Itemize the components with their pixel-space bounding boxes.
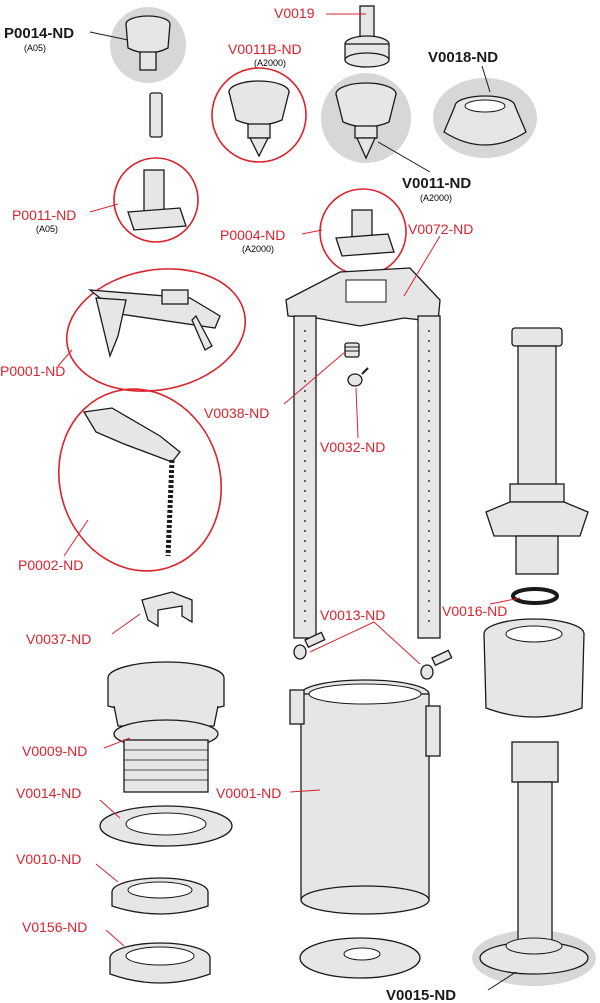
circle-p0002 [57, 388, 223, 572]
label-v0009: V0009-ND [22, 743, 87, 759]
part-v0001-cylinder[interactable] [289, 679, 441, 915]
circle-p0001 [65, 268, 247, 392]
leader-lines [57, 13, 521, 991]
part-p0004-stem[interactable] [335, 209, 395, 257]
part-p0001-lever[interactable] [87, 289, 221, 359]
label-v0015: V0015-ND [386, 987, 456, 1003]
part-float-cup[interactable] [483, 618, 585, 718]
label-v0038: V0038-ND [204, 405, 269, 421]
label-v0011: V0011-ND [402, 175, 471, 192]
part-v0032-pin[interactable] [347, 367, 369, 387]
label-p0004: P0004-ND [220, 227, 285, 243]
part-v0018-ring[interactable] [433, 78, 537, 158]
part-p0011-stem[interactable] [127, 169, 187, 231]
part-v0072-frame[interactable] [285, 267, 441, 639]
sublabel-p0014: (A05) [24, 43, 46, 53]
part-v0011-button[interactable] [321, 73, 411, 163]
part-v0015-base-tube[interactable] [472, 741, 596, 986]
part-p0002-chain-lever[interactable] [82, 407, 181, 557]
label-v0016: V0016-ND [442, 603, 507, 619]
label-v0037: V0037-ND [26, 631, 91, 647]
part-v0010-nut[interactable] [111, 877, 209, 915]
label-v0013: V0013-ND [320, 607, 385, 623]
label-p0002: P0002-ND [18, 557, 83, 573]
label-v0011b: V0011B-ND [228, 41, 302, 57]
label-v0018: V0018-ND [428, 49, 498, 66]
sublabel-v0011b: (A2000) [254, 58, 286, 68]
sublabel-p0004: (A2000) [242, 244, 274, 254]
sublabel-v0011: (A2000) [420, 193, 452, 203]
part-base-disc[interactable] [299, 937, 421, 979]
part-p0014-pin[interactable] [149, 92, 163, 138]
part-v0013-pins[interactable] [293, 631, 453, 680]
part-v0016-ring[interactable] [511, 587, 559, 605]
circle-p0011 [113, 157, 199, 243]
part-v0014-washer[interactable] [99, 805, 233, 847]
label-p0011: P0011-ND [12, 207, 76, 223]
part-overflow-tube[interactable] [485, 327, 589, 575]
label-p0014: P0014-ND [4, 25, 74, 42]
label-v0032: V0032-ND [320, 439, 385, 455]
label-p0001: P0001-ND [0, 363, 65, 379]
part-v0156-nut[interactable] [109, 942, 211, 984]
label-v0014: V0014-ND [16, 785, 81, 801]
part-v0019-spindle[interactable] [344, 5, 390, 68]
part-v0038-spring[interactable] [344, 342, 360, 358]
label-v0001: V0001-ND [216, 785, 281, 801]
part-labels: P0014-ND (A05) V0019 V0011B-ND (A2000) V… [0, 5, 507, 1003]
label-v0010: V0010-ND [16, 851, 81, 867]
label-v0019: V0019 [274, 5, 315, 21]
part-p0014-button[interactable] [110, 7, 186, 83]
label-v0072: V0072-ND [408, 221, 473, 237]
part-v0037-clip[interactable] [141, 591, 193, 628]
label-v0156: V0156-ND [22, 919, 87, 935]
sublabel-p0011: (A05) [36, 224, 58, 234]
part-v0011b-button[interactable] [228, 80, 290, 158]
part-v0009-valve-body[interactable] [107, 661, 225, 793]
circle-v0011b [211, 67, 307, 163]
